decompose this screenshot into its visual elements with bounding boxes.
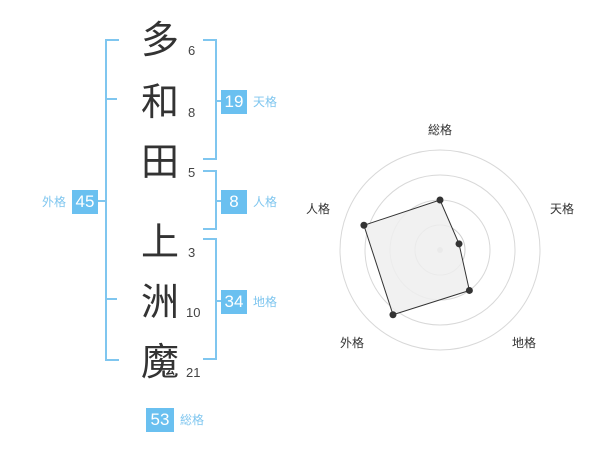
chikaku-tick xyxy=(216,300,222,302)
chikaku-label: 地格 xyxy=(253,295,278,309)
radar-axis-label-jinkaku: 人格 xyxy=(306,201,330,216)
name-char-4: 上 xyxy=(140,220,179,264)
radar-point-3 xyxy=(465,286,473,294)
radar-axis-label-tenkaku: 天格 xyxy=(550,201,574,216)
name-char-2: 和 xyxy=(140,80,179,124)
radar-axis-label-chikaku: 地格 xyxy=(512,335,536,350)
stroke-count-5: 10 xyxy=(186,305,201,320)
radar-axis-label-gaikaku: 外格 xyxy=(340,335,364,350)
stroke-count-1: 6 xyxy=(188,43,196,58)
stroke-count-4: 3 xyxy=(188,245,196,260)
name-char-3: 田 xyxy=(140,140,179,184)
radar-point-2 xyxy=(455,240,463,248)
soukaku-value-badge: 53 xyxy=(146,408,174,432)
gaikaku-tick xyxy=(98,200,106,202)
chikaku-bracket xyxy=(203,238,217,360)
chikaku-value-badge: 34 xyxy=(221,290,247,314)
stroke-count-3: 5 xyxy=(188,165,196,180)
bracket-inner-tick-1 xyxy=(105,98,117,100)
jinkaku-label: 人格 xyxy=(253,195,278,209)
name-char-6: 魔 xyxy=(140,340,179,384)
radar-ring-3 xyxy=(364,174,516,326)
tenkaku-value-badge: 19 xyxy=(221,90,247,114)
name-char-5: 洲 xyxy=(140,280,179,324)
tenkaku-label: 天格 xyxy=(253,95,278,109)
stroke-count-2: 8 xyxy=(188,105,196,120)
gaikaku-bracket xyxy=(105,39,119,361)
gaikaku-value-badge: 45 xyxy=(72,190,98,214)
stroke-count-6: 21 xyxy=(186,365,201,380)
name-char-1: 多 xyxy=(140,18,179,62)
bracket-inner-tick-2 xyxy=(105,298,117,300)
jinkaku-value-badge: 8 xyxy=(221,190,247,214)
jinkaku-tick xyxy=(216,200,222,202)
radar-point-1 xyxy=(436,196,444,204)
radar-data-polygon xyxy=(363,199,470,316)
gaikaku-label: 外格 xyxy=(42,195,67,209)
tenkaku-bracket xyxy=(203,39,217,160)
soukaku-label: 総格 xyxy=(180,413,205,427)
radar-axis-label-soukaku: 総格 xyxy=(428,122,452,137)
radar-point-5 xyxy=(360,221,368,229)
tenkaku-tick xyxy=(216,100,222,102)
radar-point-4 xyxy=(389,311,397,319)
